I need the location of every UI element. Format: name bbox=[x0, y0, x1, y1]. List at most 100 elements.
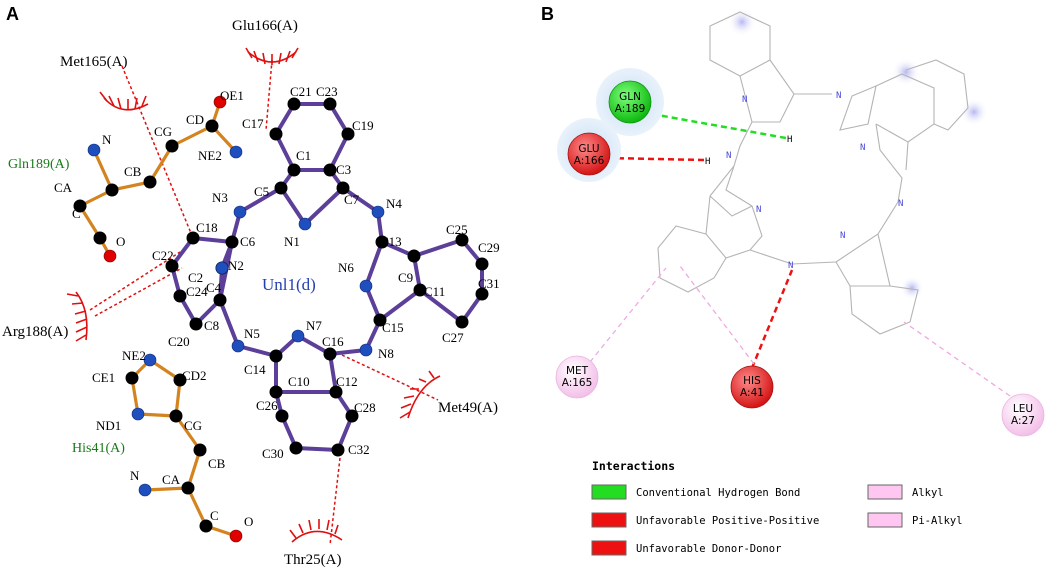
residue-code: MET bbox=[566, 365, 589, 377]
ligand-atoms bbox=[165, 97, 489, 457]
atom-label: C17 bbox=[242, 116, 264, 131]
atom-label: C26 bbox=[256, 398, 278, 413]
atom-label: CB bbox=[208, 456, 226, 471]
atom-label: C6 bbox=[240, 234, 256, 249]
atom-label: C32 bbox=[348, 442, 370, 457]
atom-label: C8 bbox=[204, 318, 219, 333]
n-atom-label: N bbox=[726, 151, 731, 161]
alkyl-his41 bbox=[679, 265, 755, 365]
positive-positive-his41 bbox=[750, 269, 794, 369]
residue-name-arg188: Arg188(A) bbox=[2, 324, 68, 340]
atom-label: C11 bbox=[424, 284, 445, 299]
residue-name-glu166: Glu166(A) bbox=[232, 18, 298, 34]
legend-swatch bbox=[867, 512, 903, 528]
n-atom-label: N bbox=[836, 91, 841, 101]
residue-leu27: LEU A:27 bbox=[1001, 393, 1045, 437]
legend-item: Unfavorable Donor-Donor bbox=[591, 540, 781, 556]
atom-label: C9 bbox=[398, 270, 413, 285]
his41-atom-labels: NE2 CE1 CD2 ND1 CG CB CA N C O bbox=[92, 348, 253, 529]
arc-met165 bbox=[99, 91, 149, 111]
residue-code: GLN bbox=[619, 91, 641, 103]
contact-thr25 bbox=[329, 457, 341, 546]
residue-id: A:165 bbox=[562, 377, 593, 389]
atom-label: N bbox=[130, 468, 140, 483]
atom-label: N2 bbox=[228, 258, 244, 273]
atom-label: C22 bbox=[152, 248, 174, 263]
atom-label: C21 bbox=[290, 84, 312, 99]
atom-label: C bbox=[72, 206, 81, 221]
contact-met49 bbox=[341, 354, 439, 401]
panel-a-label: A bbox=[6, 4, 19, 24]
arc-met49 bbox=[399, 370, 441, 419]
atom-label: C1 bbox=[296, 148, 311, 163]
atom-label: C19 bbox=[352, 118, 374, 133]
legend-label: Unfavorable Positive-Positive bbox=[636, 515, 819, 527]
alkyl-met165 bbox=[589, 267, 667, 363]
atom-label: C27 bbox=[442, 330, 464, 345]
legend-swatch bbox=[591, 484, 627, 500]
contact-arg188-a bbox=[89, 251, 181, 311]
atom-label: N bbox=[102, 132, 112, 147]
residue-id: A:27 bbox=[1011, 415, 1035, 427]
contact-arg188-b bbox=[94, 267, 183, 317]
gln189-atom-labels: N CA CB CG CD OE1 NE2 C O bbox=[54, 88, 244, 249]
atom-label: CD2 bbox=[182, 368, 207, 383]
hbond-gln189 bbox=[651, 112, 787, 140]
contact-glu166 bbox=[265, 59, 273, 131]
arc-glu166 bbox=[245, 47, 299, 65]
legend-title: Interactions bbox=[592, 459, 675, 473]
legend-label: Pi-Alkyl bbox=[912, 515, 963, 527]
residue-code: LEU bbox=[1013, 403, 1033, 415]
solvent-blobs bbox=[728, 8, 988, 300]
disc bbox=[1001, 393, 1045, 437]
n-atom-label: N bbox=[898, 199, 903, 209]
panel-b-label: B bbox=[541, 4, 554, 24]
legend-swatch bbox=[591, 512, 627, 528]
atom-label: C30 bbox=[262, 446, 284, 461]
donor-donor-glu166 bbox=[607, 156, 705, 162]
atom-label: CA bbox=[54, 180, 73, 195]
pi-alkyl-leu27 bbox=[903, 321, 1011, 397]
atom-label: C29 bbox=[478, 240, 500, 255]
atom-label: C2 bbox=[188, 270, 203, 285]
n-atom-label: N bbox=[756, 205, 761, 215]
disc bbox=[730, 365, 774, 409]
residue-id: A:166 bbox=[574, 155, 605, 167]
disc bbox=[608, 80, 652, 124]
residue-id: A:41 bbox=[740, 387, 764, 399]
residue-name-met49: Met49(A) bbox=[438, 400, 498, 416]
ligand-atom-labels: C21 C23 C17 C19 C1 C3 C5 C7 N3 N4 N1 C6 … bbox=[152, 84, 500, 461]
n-atom-label: N bbox=[788, 261, 793, 271]
atom-label: N1 bbox=[284, 234, 300, 249]
atom-label: N8 bbox=[378, 346, 394, 361]
legend-label: Unfavorable Donor-Donor bbox=[636, 543, 781, 555]
legend-item: Pi-Alkyl bbox=[867, 512, 963, 528]
residue-gln189: GLN A:189 bbox=[596, 68, 664, 136]
legend-item: Alkyl bbox=[867, 484, 944, 500]
residue-his41: HIS A:41 bbox=[730, 365, 774, 409]
atom-label: CA bbox=[162, 472, 181, 487]
atom-label: C5 bbox=[254, 184, 269, 199]
panel-b: B bbox=[541, 4, 1045, 556]
residue-id: A:189 bbox=[615, 103, 646, 115]
atom-label: C4 bbox=[206, 280, 222, 295]
n-atom-label: N bbox=[840, 231, 845, 241]
atom-label: C3 bbox=[336, 162, 351, 177]
atom-label: C bbox=[210, 508, 219, 523]
atom-label: CD bbox=[186, 112, 204, 127]
legend-item: Unfavorable Positive-Positive bbox=[591, 512, 819, 528]
residue-name-thr25: Thr25(A) bbox=[284, 552, 341, 568]
atom-label: CG bbox=[184, 418, 202, 433]
residue-name-his41: His41(A) bbox=[72, 441, 125, 456]
atom-label: NE2 bbox=[198, 148, 222, 163]
contact-met165 bbox=[121, 65, 194, 239]
arc-thr25 bbox=[289, 519, 343, 543]
atom-label: C25 bbox=[446, 222, 468, 237]
atom-label: N6 bbox=[338, 260, 354, 275]
n-atom-label: N bbox=[860, 143, 865, 153]
contact-lines bbox=[89, 59, 439, 546]
atom-label: OE1 bbox=[220, 88, 244, 103]
atom-label: C16 bbox=[322, 334, 344, 349]
atom-label: C14 bbox=[244, 362, 266, 377]
